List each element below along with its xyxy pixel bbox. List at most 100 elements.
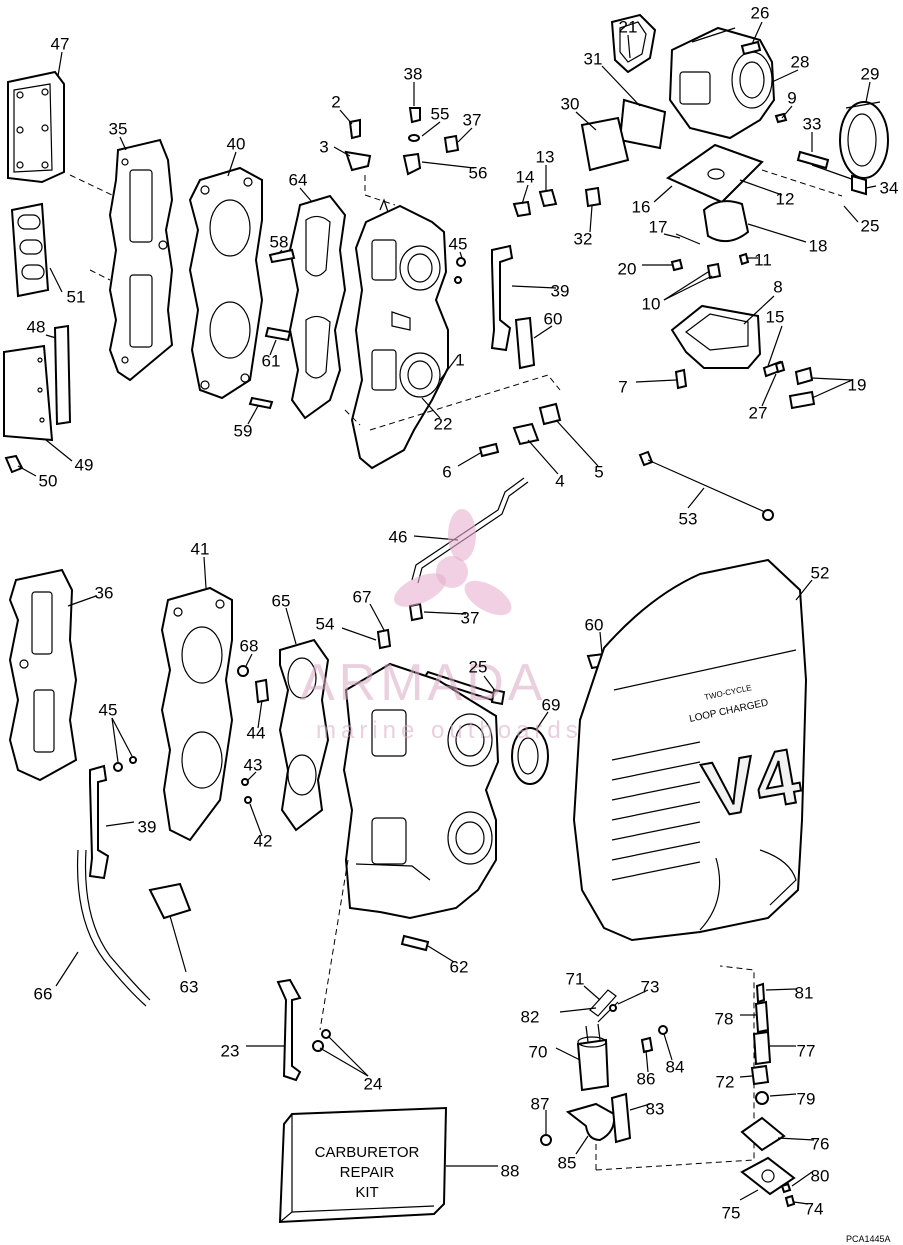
part-reed-stop [53,324,72,426]
callout-32: 32 [574,229,593,248]
repair-kit-box [278,1106,448,1224]
callout-14: 14 [516,167,535,186]
callout-60: 60 [585,615,604,634]
callout-26: 26 [751,3,770,22]
callout-45: 45 [449,234,468,253]
callout-38: 38 [404,64,423,83]
callout-9: 9 [787,88,796,107]
part-screw-50 [4,454,24,474]
callout-45: 45 [99,700,118,719]
cover-brand-text: V4 [697,731,806,834]
kit-label-line-3: KIT [355,1184,378,1201]
callout-59: 59 [234,421,253,440]
callout-49: 49 [75,455,94,474]
callout-75: 75 [722,1203,741,1222]
part-intake-lower [160,586,234,842]
callout-54: 54 [316,614,335,633]
watermark-brand: ARMADA [300,654,546,712]
callout-82: 82 [521,1007,540,1026]
callout-63: 63 [180,977,199,996]
callout-81: 81 [795,983,814,1002]
callout-36: 36 [95,583,114,602]
part-carb-gasket-lower [278,638,330,832]
callout-79: 79 [797,1089,816,1108]
callout-71: 71 [566,969,585,988]
callout-2: 2 [331,92,340,111]
callout-11: 11 [754,250,772,269]
callout-50: 50 [39,471,58,490]
callout-37: 37 [463,110,482,129]
callout-6: 6 [442,462,451,481]
callout-10: 10 [642,294,661,313]
callout-33: 33 [803,114,822,133]
callout-62: 62 [450,957,469,976]
callout-41: 41 [191,539,210,558]
callout-67: 67 [353,587,372,606]
callout-21: 21 [619,17,638,36]
callout-4: 4 [555,471,564,490]
part-gasket-upper [108,138,174,382]
watermark-propeller-icon [394,509,512,616]
callout-87: 87 [531,1094,550,1113]
callout-13: 13 [536,147,555,166]
kit-label-line-1: CARBURETOR [315,1144,420,1161]
part-ring-29 [839,101,889,179]
callout-7: 7 [618,377,627,396]
callout-42: 42 [254,831,273,850]
callout-77: 77 [797,1041,816,1060]
part-solenoid [576,1023,610,1092]
watermark-subtitle: marine outboards [316,717,583,744]
drawing-code: PCA1445A [846,1234,891,1244]
part-gasket-lower [8,568,78,782]
callout-44: 44 [247,723,266,742]
callout-28: 28 [791,52,810,71]
callout-70: 70 [529,1042,548,1061]
part-carburetor-lower [342,662,500,920]
callout-19: 19 [848,375,867,394]
part-carburetor-upper [350,198,449,470]
callout-23: 23 [221,1041,240,1060]
callout-80: 80 [811,1166,830,1185]
callout-8: 8 [773,277,782,296]
callout-78: 78 [715,1009,734,1028]
callout-76: 76 [811,1134,830,1153]
callout-60: 60 [544,309,563,328]
callout-37: 37 [461,608,480,627]
parts-artwork: V4 LOOP CHARGED TWO-CYCLE [3,13,889,1224]
callout-85: 85 [558,1153,577,1172]
callout-52: 52 [811,563,830,582]
callout-69: 69 [542,695,561,714]
callout-51: 51 [67,287,86,306]
callout-73: 73 [641,977,660,996]
part-float-bowl [670,304,762,369]
callout-84: 84 [666,1057,685,1076]
callout-39: 39 [551,281,570,300]
callout-53: 53 [679,509,698,528]
callout-48: 48 [27,317,46,336]
callout-88: 88 [501,1161,520,1180]
callout-72: 72 [716,1072,735,1091]
part-reed-plate [3,344,54,442]
callout-30: 30 [561,94,580,113]
callout-40: 40 [227,134,246,153]
callout-15: 15 [766,307,785,326]
callout-20: 20 [618,259,637,278]
callout-12: 12 [776,189,795,208]
callout-27: 27 [749,403,768,422]
part-silencer-cover: V4 LOOP CHARGED TWO-CYCLE [572,558,807,942]
callout-16: 16 [632,197,651,216]
callout-24: 24 [364,1074,383,1093]
callout-66: 66 [34,984,53,1003]
callout-86: 86 [637,1069,656,1088]
callout-61: 61 [262,351,281,370]
leader-lines [17,21,877,1205]
callout-25: 25 [861,216,880,235]
callout-56: 56 [469,163,488,182]
callout-18: 18 [809,236,828,255]
callout-58: 58 [270,232,289,251]
part-reeds [10,202,50,298]
callout-83: 83 [646,1099,665,1118]
callout-34: 34 [880,178,899,197]
